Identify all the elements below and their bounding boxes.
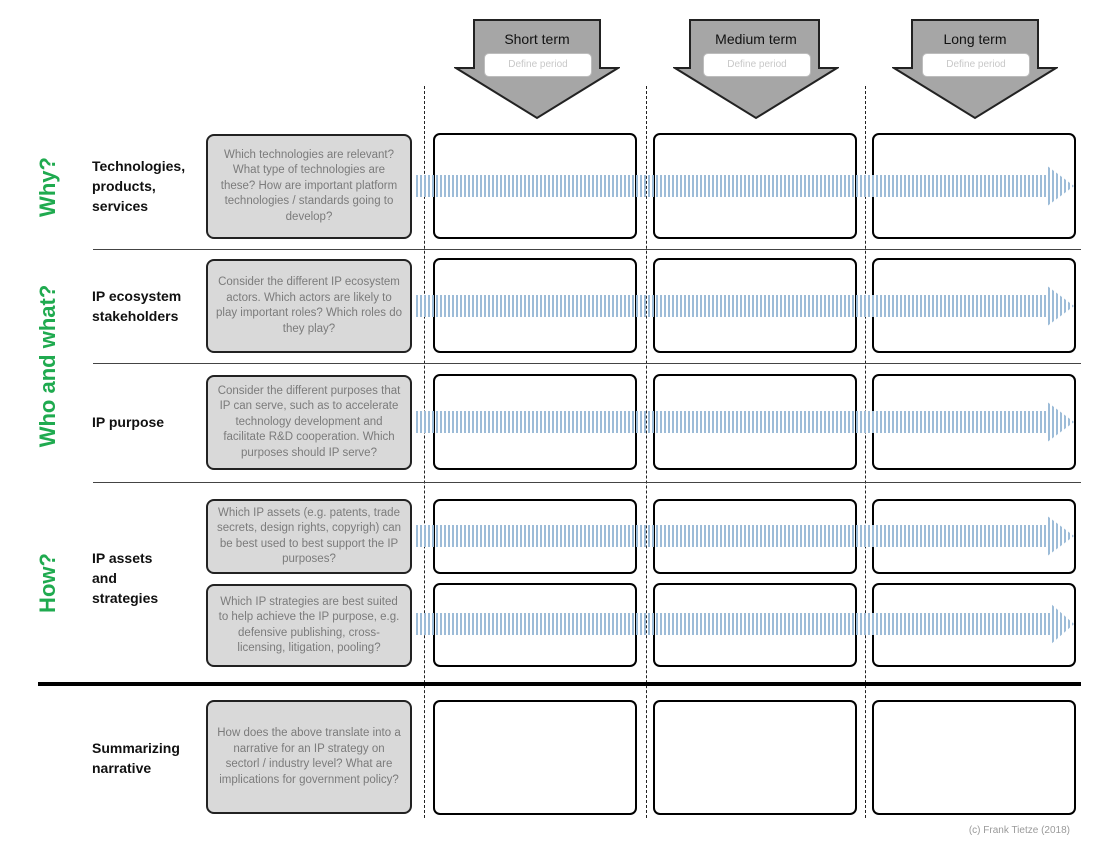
question-text: Which technologies are relevant? What ty… bbox=[220, 148, 398, 223]
row-label-narrative: Summarizing narrative bbox=[92, 740, 180, 776]
category-label: Who and what? bbox=[35, 284, 60, 448]
define-period-field[interactable]: Define period bbox=[484, 53, 592, 77]
row-label-technologies: Technologies, products, services bbox=[92, 158, 186, 214]
row-label-assets-strategies: IP assets and strategies bbox=[92, 550, 159, 606]
timeline-arrow-stakeholders bbox=[416, 285, 1074, 327]
question-text: Which IP assets (e.g. patents, trade sec… bbox=[216, 506, 402, 566]
timeline-arrow-ip-purpose bbox=[416, 401, 1074, 443]
question-text: How does the above translate into a narr… bbox=[217, 727, 401, 786]
question-box-technologies: Which technologies are relevant? What ty… bbox=[206, 134, 412, 239]
column-title: Short term bbox=[504, 31, 570, 47]
question-text: Consider the different purposes that IP … bbox=[217, 384, 401, 459]
timeline-arrow-ip-assets bbox=[416, 515, 1074, 557]
section-divider bbox=[38, 682, 1081, 686]
row-divider bbox=[93, 363, 1081, 364]
timeline-arrow-technologies bbox=[416, 165, 1074, 207]
question-box-ip-purpose: Consider the different purposes that IP … bbox=[206, 375, 412, 470]
column-header-medium-term: Medium term Define period bbox=[673, 18, 839, 120]
row-divider bbox=[93, 482, 1081, 483]
category-label: Why? bbox=[35, 157, 60, 217]
column-divider bbox=[865, 86, 866, 818]
column-divider bbox=[424, 86, 425, 818]
define-period-field[interactable]: Define period bbox=[703, 53, 811, 77]
question-box-ip-strategies: Which IP strategies are best suited to h… bbox=[206, 584, 412, 667]
cell-narrative-short[interactable] bbox=[433, 700, 637, 815]
question-text: Which IP strategies are best suited to h… bbox=[218, 595, 400, 655]
question-box-narrative: How does the above translate into a narr… bbox=[206, 700, 412, 814]
define-period-field[interactable]: Define period bbox=[922, 53, 1030, 77]
column-title: Medium term bbox=[715, 31, 797, 47]
timeline-arrow-ip-strategies bbox=[416, 603, 1074, 645]
column-divider bbox=[646, 86, 647, 818]
cell-narrative-medium[interactable] bbox=[653, 700, 857, 815]
cell-narrative-long[interactable] bbox=[872, 700, 1076, 815]
column-header-short-term: Short term Define period bbox=[454, 18, 620, 120]
copyright-text: (c) Frank Tietze (2018) bbox=[968, 825, 1070, 836]
column-title: Long term bbox=[943, 31, 1007, 47]
question-box-ip-assets: Which IP assets (e.g. patents, trade sec… bbox=[206, 499, 412, 574]
column-header-long-term: Long term Define period bbox=[892, 18, 1058, 120]
question-box-stakeholders: Consider the different IP ecosystem acto… bbox=[206, 259, 412, 353]
row-divider bbox=[93, 249, 1081, 250]
row-label-stakeholders: IP ecosystem stakeholders bbox=[92, 288, 182, 324]
category-label: How? bbox=[35, 553, 60, 613]
row-label-ip-purpose: IP purpose bbox=[92, 414, 165, 430]
question-text: Consider the different IP ecosystem acto… bbox=[216, 276, 402, 335]
